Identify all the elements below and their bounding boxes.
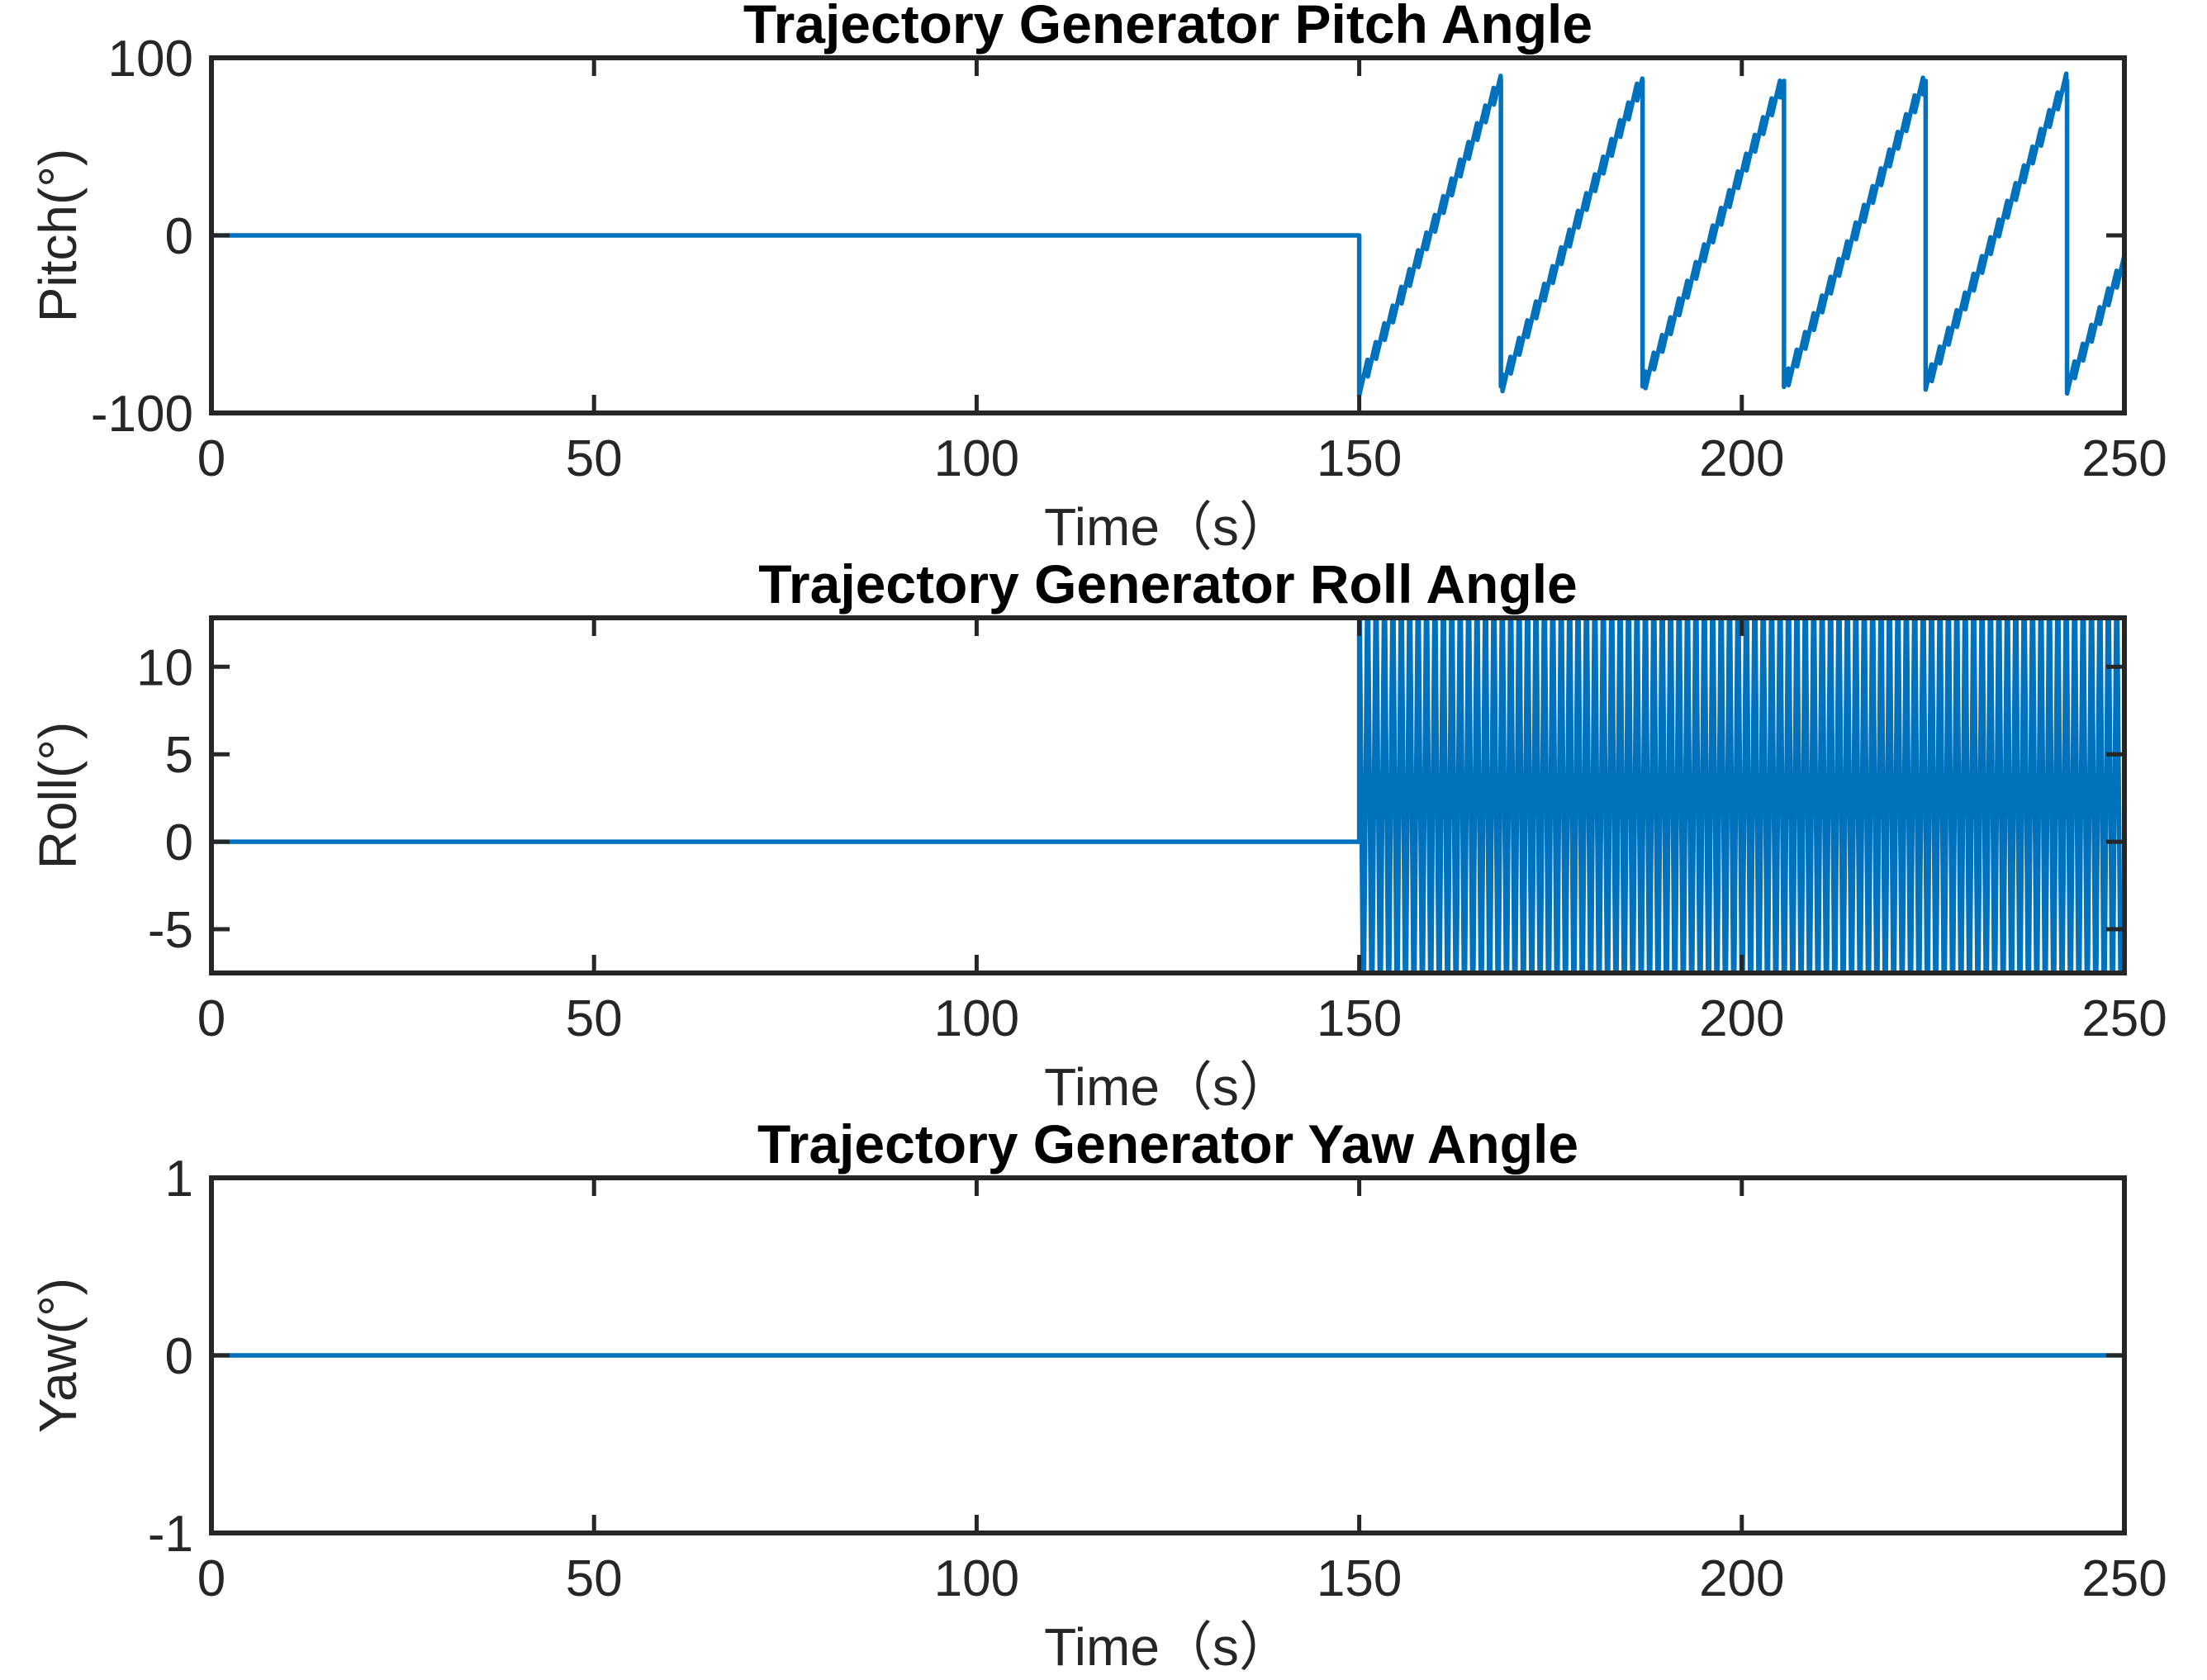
subplot-pitch: Trajectory Generator Pitch Angle 0 50 100 15… <box>0 0 2207 560</box>
chart-title: Trajectory Generator Roll Angle <box>758 560 1577 615</box>
y-tick-label: -100 <box>91 386 193 443</box>
y-tick-label: -5 <box>148 902 193 959</box>
y-axis-label: Pitch(°) <box>28 149 88 323</box>
x-tick-label: 0 <box>197 1550 225 1607</box>
y-tick-label: 1 <box>165 1151 193 1208</box>
pitch-chart-svg: Trajectory Generator Pitch Angle 0 50 100 15… <box>28 0 2167 557</box>
x-tick-label: 50 <box>566 990 623 1047</box>
x-tick-label: 0 <box>197 990 225 1047</box>
y-tick-label: 0 <box>165 1328 193 1385</box>
data-series-roll <box>211 618 2123 973</box>
x-tick-label: 50 <box>566 430 623 487</box>
x-axis-label: Time（s） <box>1044 1617 1292 1677</box>
data-series-pitch <box>211 71 2124 398</box>
plot-area <box>211 71 2124 398</box>
x-tick-label: 250 <box>2081 990 2167 1047</box>
subplot-yaw: Trajectory Generator Yaw Angle 0 50 100 150 2… <box>0 1120 2207 1680</box>
chart-title: Trajectory Generator Yaw Angle <box>757 1120 1578 1175</box>
x-tick-label: 200 <box>1699 430 1784 487</box>
x-tick-label: 150 <box>1317 990 1402 1047</box>
x-tick-label: 250 <box>2081 1550 2167 1607</box>
y-tick-label: 5 <box>165 727 193 784</box>
x-tick-label: 150 <box>1317 1550 1402 1607</box>
x-tick-label: 200 <box>1699 990 1784 1047</box>
yaw-chart-svg: Trajectory Generator Yaw Angle 0 50 100 150 2… <box>28 1120 2167 1677</box>
plot-area <box>211 618 2123 973</box>
x-tick-label: 100 <box>934 990 1019 1047</box>
x-tick-label: 100 <box>934 430 1019 487</box>
y-tick-label: 10 <box>136 639 193 696</box>
x-tick-label: 100 <box>934 1550 1019 1607</box>
y-tick-label: 100 <box>108 31 193 88</box>
x-tick-label: 200 <box>1699 1550 1784 1607</box>
x-tick-label: 0 <box>197 430 225 487</box>
y-tick-label: 0 <box>165 208 193 265</box>
y-tick-label: -1 <box>148 1506 193 1563</box>
x-axis-label: Time（s） <box>1044 1057 1292 1117</box>
y-tick-label: 0 <box>165 814 193 871</box>
x-axis-label: Time（s） <box>1044 497 1292 557</box>
y-axis-label: Roll(°) <box>28 722 88 869</box>
x-tick-label: 50 <box>566 1550 623 1607</box>
chart-title: Trajectory Generator Pitch Angle <box>743 0 1592 55</box>
y-axis-label: Yaw(°) <box>28 1278 88 1433</box>
x-tick-label: 150 <box>1317 430 1402 487</box>
x-tick-label: 250 <box>2081 430 2167 487</box>
